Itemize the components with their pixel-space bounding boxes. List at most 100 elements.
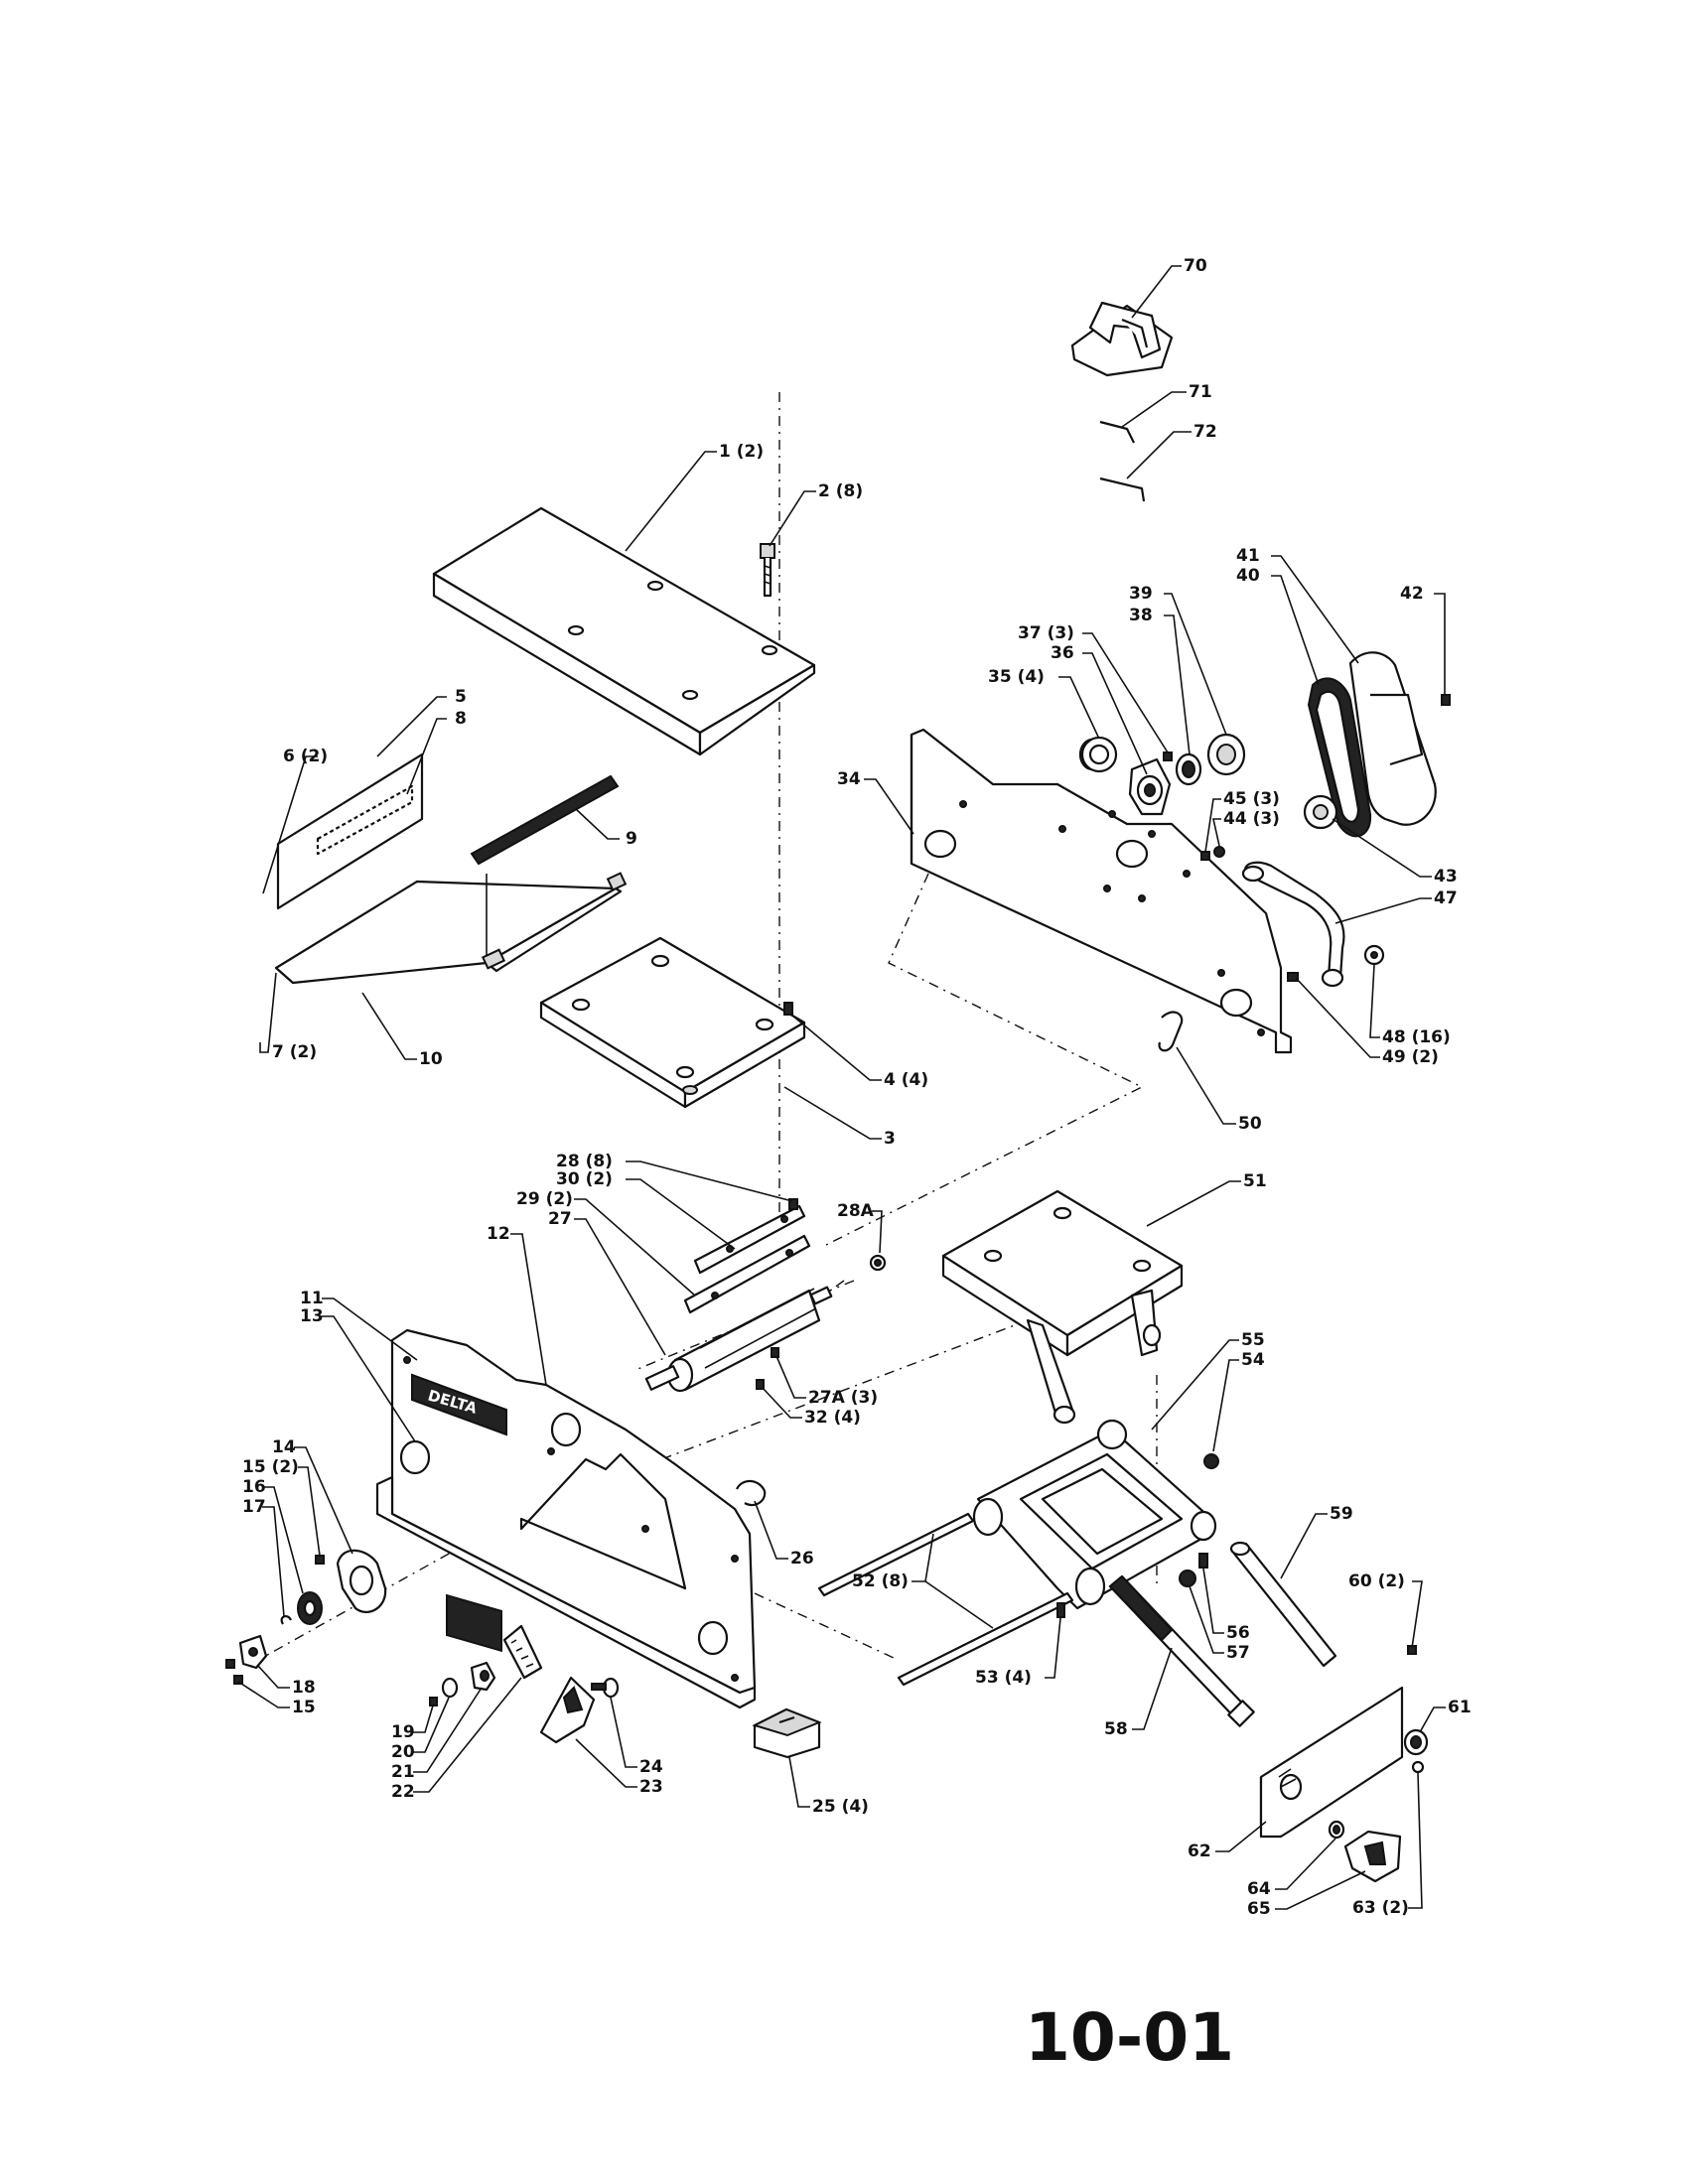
callout-24: 24	[639, 1757, 663, 1777]
callout-10: 10	[419, 1049, 443, 1069]
part-27a-screw	[771, 1347, 779, 1358]
callout-57: 57	[1226, 1643, 1250, 1663]
part-21-knob	[470, 1661, 496, 1692]
page-number: 10-01	[1025, 1999, 1234, 2076]
callout-59: 59	[1330, 1504, 1353, 1524]
part-32-screw	[756, 1379, 765, 1390]
callout-44: 44 (3)	[1223, 809, 1280, 829]
callout-35: 35 (4)	[988, 667, 1045, 687]
callout-36: 36	[1051, 643, 1074, 663]
callout-23: 23	[639, 1777, 663, 1797]
part-27-cutterhead	[644, 1286, 833, 1393]
callout-27a: 27A (3)	[808, 1388, 878, 1408]
part-20-washer	[441, 1677, 459, 1699]
part-30-gib	[693, 1204, 806, 1275]
callout-29: 29 (2)	[516, 1189, 573, 1209]
callout-18: 18	[292, 1678, 316, 1698]
callout-15b: 15	[292, 1698, 316, 1717]
callout-62: 62	[1188, 1842, 1211, 1861]
leader-lines	[237, 265, 1446, 1910]
callout-53: 53 (4)	[975, 1668, 1032, 1688]
callout-9: 9	[626, 829, 637, 849]
callout-45: 45 (3)	[1223, 789, 1280, 809]
callout-19: 19	[391, 1722, 415, 1742]
part-57-nut	[1179, 1570, 1196, 1587]
part-48-nut	[1363, 944, 1385, 966]
part-59-rod	[1229, 1541, 1337, 1668]
callout-58: 58	[1104, 1719, 1128, 1739]
part-54-nut	[1203, 1453, 1219, 1469]
part-18-bracket	[238, 1634, 268, 1670]
callout-54: 54	[1241, 1350, 1265, 1370]
part-40-belt	[1307, 677, 1372, 838]
part-38-bearing	[1175, 752, 1202, 786]
part-12-side-frame: DELTA	[375, 1328, 757, 1709]
part-10-chute	[274, 872, 628, 985]
callout-63: 63 (2)	[1352, 1898, 1409, 1918]
callout-labels: 70 71 72 1 (2) 2 (8) 41 40 42 39 38 37 (…	[242, 256, 1472, 1919]
callout-2: 2 (8)	[818, 481, 863, 501]
callout-72: 72	[1193, 422, 1217, 442]
callout-56: 56	[1226, 1623, 1250, 1643]
callout-37: 37 (3)	[1018, 623, 1074, 643]
callout-28: 28 (8)	[556, 1152, 613, 1171]
part-45-screw	[1200, 851, 1210, 861]
callout-5: 5	[455, 687, 467, 707]
part-35-bearing	[1080, 736, 1118, 773]
part-39-pulley	[1206, 733, 1246, 776]
part-34-side-frame	[910, 728, 1293, 1054]
part-37-screw	[1163, 751, 1173, 761]
part-2-screw	[760, 543, 775, 598]
callout-64: 64	[1247, 1879, 1271, 1899]
callout-7: 7 (2)	[272, 1042, 317, 1062]
part-23-knob	[539, 1676, 596, 1744]
callout-6: 6 (2)	[283, 747, 328, 766]
part-62-end-plate	[1259, 1686, 1404, 1839]
callout-16: 16	[242, 1477, 266, 1497]
callout-39: 39	[1129, 584, 1153, 604]
part-51-carriage	[941, 1189, 1184, 1425]
part-9-brush-strip	[470, 774, 620, 866]
callout-48: 48 (16)	[1382, 1027, 1451, 1047]
part-3-bed	[539, 936, 806, 1109]
part-24-washer	[591, 1677, 620, 1699]
part-19-screw	[429, 1697, 438, 1706]
callout-55: 55	[1241, 1330, 1265, 1350]
part-50-clip	[1158, 1011, 1184, 1052]
part-47-handle	[1241, 861, 1345, 988]
callout-60: 60 (2)	[1348, 1571, 1405, 1591]
callout-4: 4 (4)	[884, 1070, 928, 1090]
callout-1: 1 (2)	[719, 442, 764, 462]
part-55-carriage-frame	[972, 1419, 1217, 1610]
part-63-screw	[1411, 1760, 1425, 1774]
part-71-hex-key	[1099, 420, 1135, 444]
callout-27: 27	[548, 1209, 572, 1229]
callout-21: 21	[391, 1762, 415, 1782]
callout-51: 51	[1243, 1171, 1267, 1191]
callout-30: 30 (2)	[556, 1169, 613, 1189]
part-36-bearing-housing	[1128, 757, 1172, 816]
part-42-screw	[1441, 694, 1451, 706]
callout-38: 38	[1129, 606, 1153, 625]
part-28-screw	[788, 1198, 798, 1210]
part-26-clip	[736, 1479, 767, 1507]
callout-47: 47	[1434, 888, 1458, 908]
callout-28a: 28A	[837, 1201, 875, 1221]
part-15b-screw	[225, 1659, 243, 1685]
callout-17: 17	[242, 1497, 266, 1517]
part-22-scale	[502, 1624, 543, 1680]
callout-13: 13	[300, 1306, 324, 1326]
callout-50: 50	[1238, 1114, 1262, 1134]
part-61-bushing	[1403, 1728, 1429, 1756]
part-28a-spacer	[869, 1254, 887, 1272]
part-5-cover	[276, 752, 424, 910]
callout-22: 22	[391, 1782, 415, 1802]
callout-52: 52 (8)	[852, 1571, 909, 1591]
part-41-belt-guard	[1348, 651, 1437, 826]
callout-34: 34	[837, 769, 861, 789]
part-44-washer	[1213, 846, 1225, 858]
part-43-pulley	[1303, 794, 1338, 830]
part-4-pin	[783, 1002, 793, 1016]
callout-41: 41	[1236, 546, 1260, 566]
